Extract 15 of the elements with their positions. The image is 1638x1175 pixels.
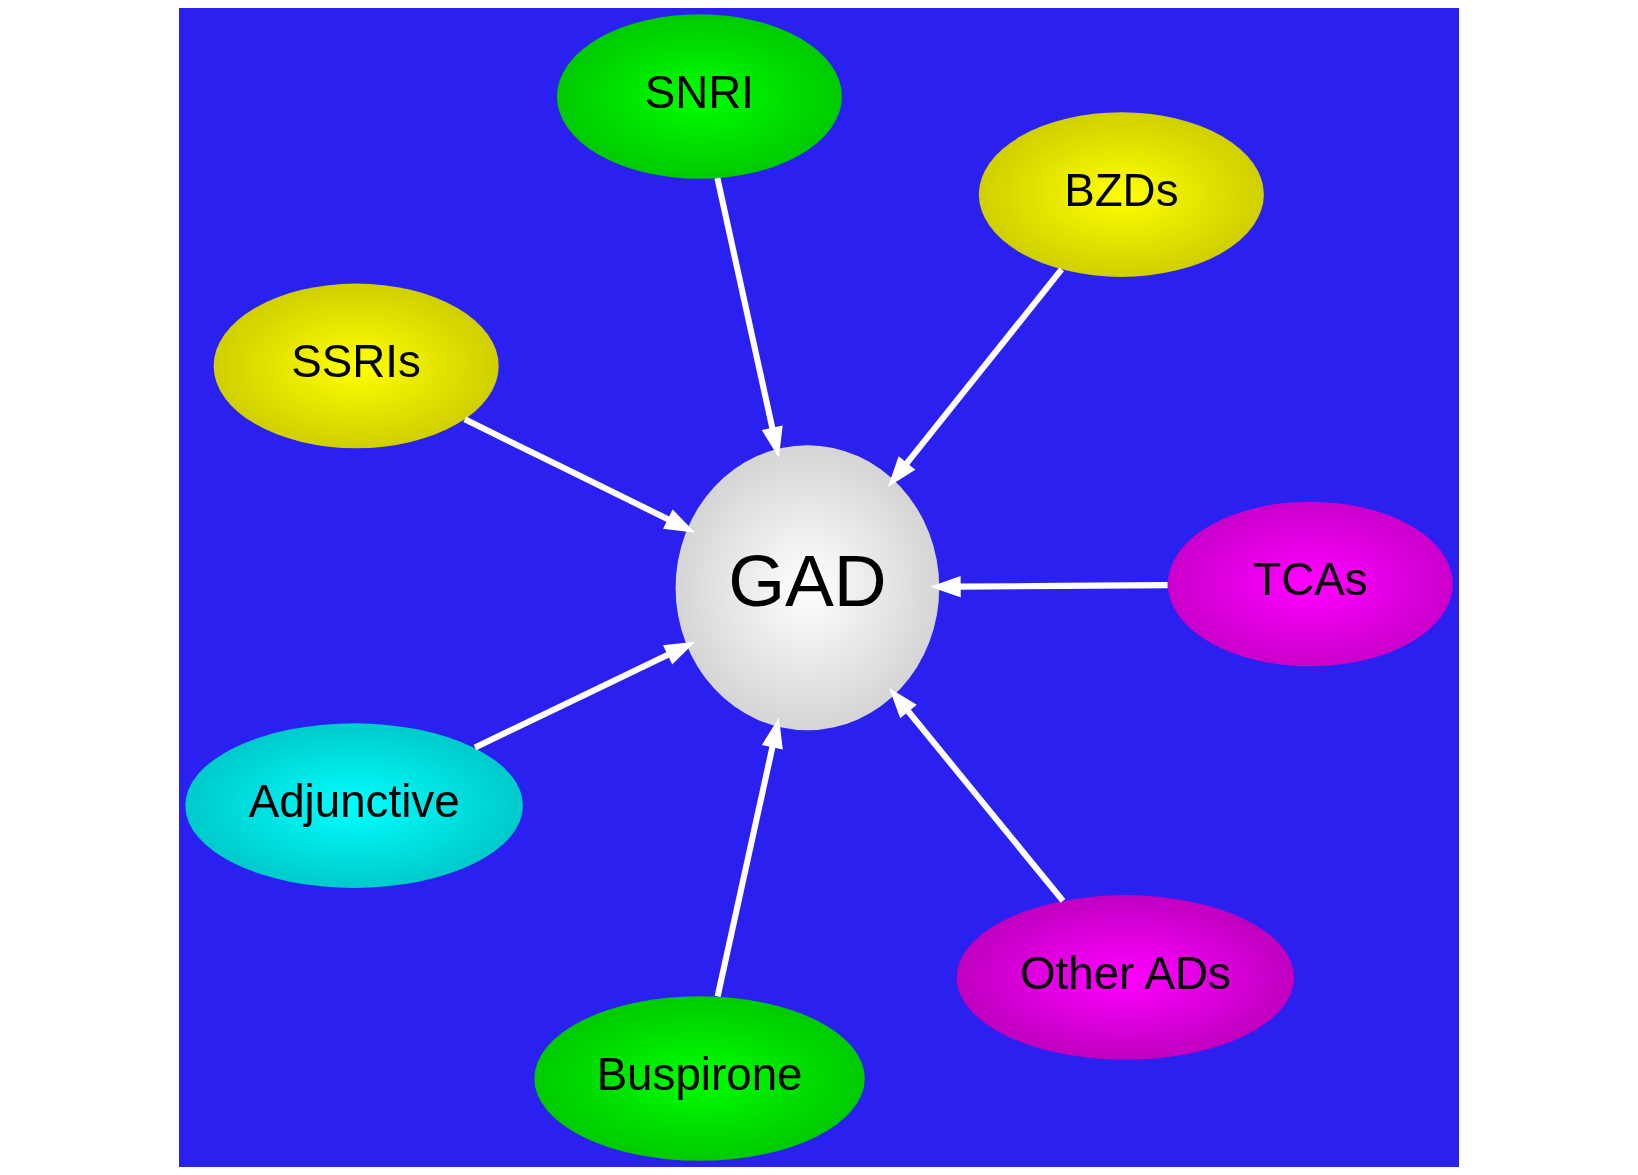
node-ellipse: SSRIs (213, 283, 499, 449)
arrow (887, 267, 1064, 487)
arrow (714, 177, 783, 458)
node-ellipse: Buspirone (534, 996, 865, 1161)
arrow (473, 641, 696, 751)
node-circle: GAD (675, 445, 940, 731)
node-ellipse: BZDs (978, 112, 1264, 277)
node-ellipse: SNRI (556, 14, 842, 179)
arrow (889, 687, 1066, 903)
arrow (930, 575, 1168, 598)
node-ellipse: Adjunctive (185, 723, 523, 888)
node-ellipse: TCAs (1167, 501, 1453, 667)
node-ellipse: Other ADs (956, 895, 1295, 1060)
arrow (463, 416, 696, 533)
arrow (714, 717, 783, 998)
